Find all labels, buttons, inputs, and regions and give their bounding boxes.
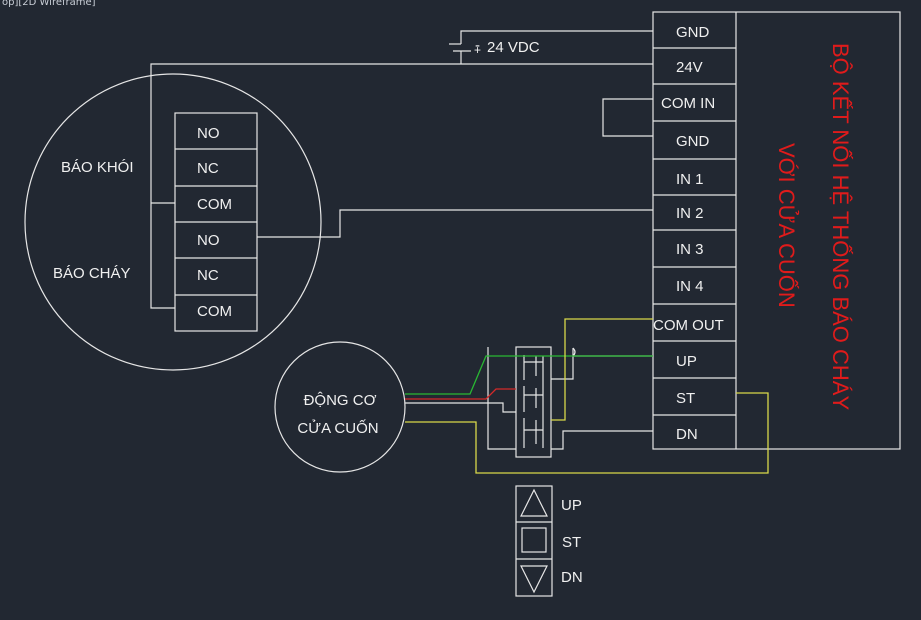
detector-terminal-1[interactable]: NO bbox=[197, 125, 220, 142]
controller-title-line1[interactable]: BỘ KẾT NỐI HỆ THỐNG BÁO CHÁY bbox=[828, 43, 854, 410]
wire-red bbox=[405, 388, 516, 400]
controller-terminal-lines bbox=[653, 47, 736, 416]
controller-terminal-in1[interactable]: IN 1 bbox=[676, 171, 704, 188]
wire-motor-white-2 bbox=[487, 347, 516, 450]
detector-terminal-lines bbox=[175, 148, 257, 296]
controller-terminal-in4[interactable]: IN 4 bbox=[676, 278, 704, 295]
detector-terminal-6[interactable]: COM bbox=[197, 303, 232, 320]
wire-yellow-st bbox=[405, 392, 769, 474]
controller-terminal-up[interactable]: UP bbox=[676, 353, 697, 370]
stop-square-icon[interactable] bbox=[521, 527, 547, 553]
remote-label-dn[interactable]: DN bbox=[561, 569, 583, 586]
up-triangle-icon[interactable] bbox=[520, 488, 548, 517]
controller-terminal-24v[interactable]: 24V bbox=[676, 59, 703, 76]
remote-body bbox=[515, 485, 553, 597]
power-label[interactable]: 24 VDC bbox=[487, 39, 540, 56]
power-plus[interactable]: + bbox=[474, 43, 481, 57]
wire-yellow-comout bbox=[551, 318, 653, 421]
controller-terminal-comin[interactable]: COM IN bbox=[661, 95, 715, 112]
controller-terminal-comout[interactable]: COM OUT bbox=[653, 317, 724, 334]
controller-terminal-st[interactable]: ST bbox=[676, 390, 695, 407]
wire-gnd-supply bbox=[460, 30, 653, 44]
wire-no-in2 bbox=[257, 209, 653, 238]
wire-up-terminal bbox=[572, 348, 653, 357]
controller-terminal-in3[interactable]: IN 3 bbox=[676, 241, 704, 258]
controller-terminal-gnd2[interactable]: GND bbox=[676, 133, 710, 150]
wire-relay-dn bbox=[551, 430, 653, 450]
wire-comin-gnd-loop bbox=[602, 98, 653, 137]
motor-label-line1[interactable]: ĐỘNG CƠ bbox=[304, 392, 377, 409]
down-triangle-icon[interactable] bbox=[520, 565, 548, 594]
controller-terminal-dn[interactable]: DN bbox=[676, 426, 698, 443]
wire-24v-com bbox=[150, 63, 653, 309]
detector-terminal-5[interactable]: NC bbox=[197, 267, 219, 284]
wire-motor-white-1 bbox=[405, 402, 516, 413]
fire-detector-label[interactable]: BÁO CHÁY bbox=[53, 265, 131, 282]
controller-terminal-in2[interactable]: IN 2 bbox=[676, 205, 704, 222]
controller-terminal-gnd[interactable]: GND bbox=[676, 24, 710, 41]
detector-terminal-3[interactable]: COM bbox=[197, 196, 232, 213]
remote-label-up[interactable]: UP bbox=[561, 497, 582, 514]
viewport-label[interactable]: op][2D Wireframe] bbox=[2, 0, 96, 8]
detector-terminal-2[interactable]: NC bbox=[197, 160, 219, 177]
motor-circle bbox=[274, 341, 406, 473]
wire-relay-up bbox=[551, 356, 574, 380]
controller-title-line2[interactable]: VỚI CỬA CUỐN bbox=[774, 143, 800, 308]
smoke-detector-label[interactable]: BÁO KHÓI bbox=[61, 159, 134, 176]
detector-circle bbox=[24, 73, 322, 371]
power-minus[interactable]: - bbox=[475, 37, 480, 54]
relay-module bbox=[515, 346, 552, 458]
motor-label-line2[interactable]: CỬA CUỐN bbox=[297, 419, 378, 437]
wire-green bbox=[405, 355, 653, 395]
detector-terminal-4[interactable]: NO bbox=[197, 232, 220, 249]
relay-contacts bbox=[523, 355, 544, 448]
remote-label-st[interactable]: ST bbox=[562, 534, 581, 551]
